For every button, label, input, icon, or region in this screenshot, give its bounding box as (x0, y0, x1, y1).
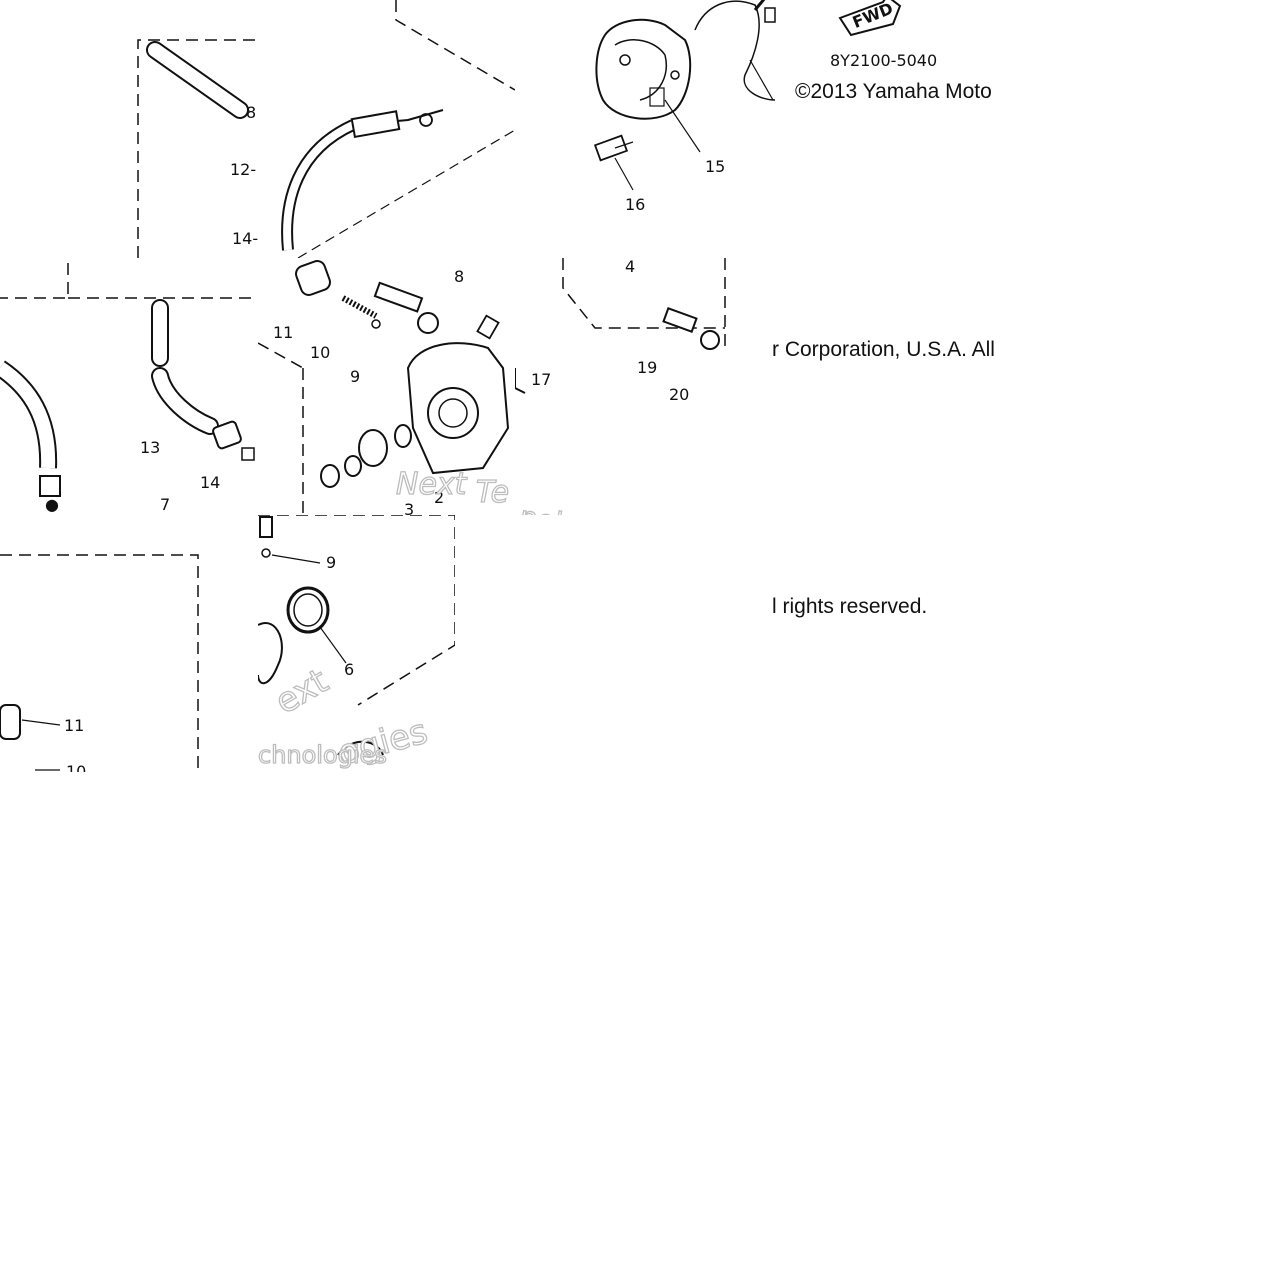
diagram-tile-bottom-left: 11 10 (0, 515, 258, 772)
copyright-line-3: l rights reserved. (772, 595, 928, 618)
callout-11: 11 (273, 323, 293, 342)
watermark-chnologies: chnologies (258, 741, 387, 769)
diagram-tile-bottom-left-art: 11 10 (0, 554, 199, 772)
callout-14: 14 (200, 473, 220, 492)
watermark-ext: ext (268, 661, 335, 723)
diagram-tile-top-middle-art (281, 0, 515, 258)
callout-16: 16 (625, 195, 645, 214)
callout-4: 4 (625, 258, 635, 276)
callout-9: 9 (350, 367, 360, 386)
watermark-nologies: nologies (517, 500, 638, 515)
diagram-tile-top-left: 8 12- 14- (0, 0, 258, 258)
diagram-tile-middle-left: 13 14 7 ● (0, 258, 258, 515)
callout-3: 3 (404, 500, 414, 515)
svg-text:●: ● (45, 495, 59, 514)
callout-11-bottom: 11 (64, 716, 84, 735)
diagram-tile-top-left-art: 8 12- 14- (137, 39, 258, 258)
diagram-tile-center-art: 11 10 9 8 2 3 Next Te (258, 260, 510, 515)
callout-2: 2 (434, 488, 444, 507)
diagram-tile-bottom-center: 9 6 ext ogies chnologies (258, 515, 455, 772)
copyright-line-2: r Corporation, U.S.A. All (772, 338, 995, 361)
part-number: 8Y2100-5040 (830, 51, 937, 70)
callout-13: 13 (140, 438, 160, 457)
watermark-next: Next (396, 467, 468, 502)
callout-17: 17 (531, 370, 551, 389)
callout-10: 10 (310, 343, 330, 362)
diagram-tile-bottom-center-art: 9 6 ext ogies chnologies (258, 515, 455, 772)
watermark-te: Te (476, 475, 509, 510)
callout-12: 12- (230, 160, 256, 179)
diagram-tile-top-right: FWD 8Y2100-5040 15 16 ©2013 Yamaha Moto (515, 0, 1030, 258)
callout-15: 15 (705, 157, 725, 176)
callout-19: 19 (637, 358, 657, 377)
callout-14-top: 14- (232, 229, 258, 248)
diagram-tile-top-middle (258, 0, 515, 258)
copyright-line-1: ©2013 Yamaha Moto (795, 80, 992, 103)
callout-8: 8 (454, 267, 464, 286)
callout-9-bottom: 9 (326, 553, 336, 572)
diagram-tile-middle-left-art: 13 14 7 ● (0, 263, 258, 514)
callout-6: 6 (344, 660, 354, 679)
callout-10-bottom: 10 (66, 762, 86, 772)
diagram-tile-middle-right: 4 17 19 20 nologies 18 (515, 258, 772, 515)
diagram-tile-top-right-art: FWD 8Y2100-5040 15 16 (515, 0, 937, 214)
diagram-tile-middle-right-art: 4 17 19 20 nologies 18 (515, 258, 726, 515)
fwd-arrow-icon: FWD (838, 0, 902, 37)
callout-8-top: 8 (246, 103, 256, 122)
diagram-tile-center: 11 10 9 8 2 3 Next Te (258, 258, 515, 515)
callout-7: 7 (160, 495, 170, 514)
callout-20: 20 (669, 385, 689, 404)
